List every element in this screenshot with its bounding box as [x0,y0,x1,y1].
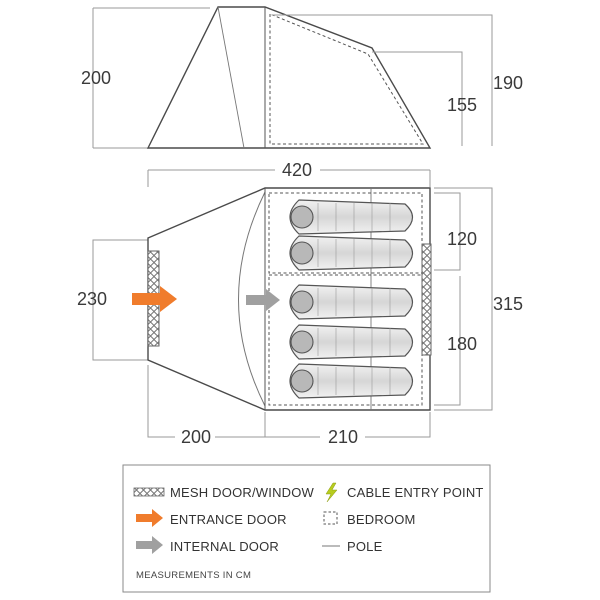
legend-pole-label: POLE [347,539,383,554]
lightning-bolt-icon [325,482,338,503]
bedroom-inner-height-line [372,51,463,146]
porch-width-label: 230 [77,289,107,309]
rear-mesh-window [421,243,432,356]
grey-arrow-icon [136,536,163,554]
height-dimension-line [92,7,210,149]
side-height-label: 200 [81,68,111,88]
side-elevation: 200 190 155 420 [81,6,523,187]
internal-door-arrow-icon [246,289,280,311]
side-pole [217,6,245,149]
sleeping-bag [289,235,414,271]
total-width-line [434,187,493,411]
legend-mesh-label: MESH DOOR/WINDOW [170,485,315,500]
total-length-label: 420 [282,160,312,180]
sleeping-bag [289,284,414,320]
sleeping-bags [289,199,414,399]
porch-width-line [92,239,148,361]
porch-length-label: 200 [181,427,211,447]
legend-bedroom-label: BEDROOM [347,512,416,527]
orange-arrow-icon [136,509,163,527]
measurements-note: MEASUREMENTS IN CM [136,570,251,581]
bedroom-length-line [264,412,431,438]
legend-box [122,464,491,593]
bedroom-rear-width-line [434,276,461,406]
dashed-square-icon [323,511,338,525]
mesh-pattern-icon [133,487,165,497]
legend-internal-label: INTERNAL DOOR [170,539,279,554]
bedroom-outer-height-line [272,14,493,146]
floor-plan: 230 [77,187,523,447]
bedroom-length-label: 210 [328,427,358,447]
sleeping-bag [289,363,414,399]
side-bedroom-outline [269,13,424,145]
bedroom-rear-width-label: 180 [447,334,477,354]
bedroom-inner-height-label: 155 [447,95,477,115]
bedroom-rear [268,274,423,406]
legend-entrance-label: ENTRANCE DOOR [170,512,287,527]
inner-tent-door-curve [238,191,266,407]
total-width-label: 315 [493,294,523,314]
sleeping-bag [289,324,414,360]
total-length-line [147,169,431,187]
bedroom-outer-height-label: 190 [493,73,523,93]
bedroom-front-width-label: 120 [447,229,477,249]
bedroom-front-width-line [434,192,461,271]
tent-side-profile [146,6,432,149]
porch-length-line [147,365,265,438]
entrance-arrow-icon [132,286,177,312]
bedroom-front [268,192,423,274]
sleeping-bag [289,199,414,235]
legend: MESH DOOR/WINDOW ENTRANCE DOOR INTERNAL … [122,464,491,593]
legend-cable-label: CABLE ENTRY POINT [347,485,484,500]
